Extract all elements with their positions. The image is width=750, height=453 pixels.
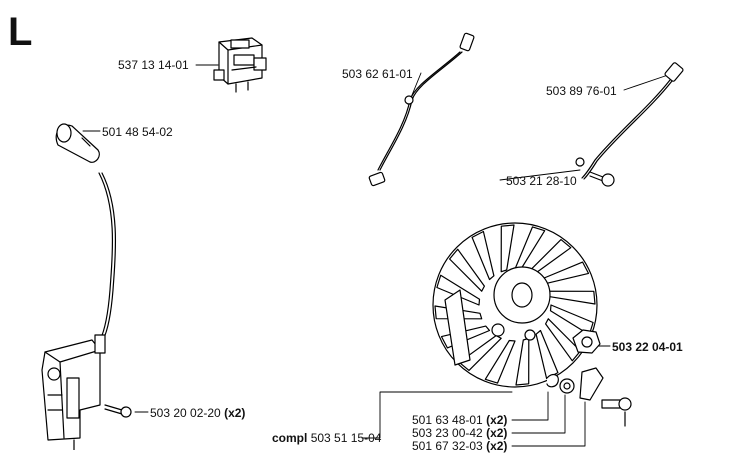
- part-number: 503 22 04-01: [612, 340, 683, 354]
- flywheel-fin: [471, 230, 495, 281]
- nut-drawing: [572, 329, 601, 354]
- part-number: 503 23 00-42: [412, 426, 483, 440]
- flywheel-fin: [535, 329, 559, 380]
- compl-prefix: compl: [272, 431, 308, 445]
- quantity-badge: (x2): [486, 413, 508, 427]
- part-number: 503 62 61-01: [342, 67, 413, 81]
- part-number: 503 21 28-10: [506, 174, 577, 188]
- part-label-503-20-02-20[interactable]: 503 20 02-20 (x2): [150, 406, 245, 420]
- part-number: 501 63 48-01: [412, 413, 483, 427]
- part-number: 537 13 14-01: [118, 58, 189, 72]
- part-label-537-13-14-01[interactable]: 537 13 14-01: [118, 58, 189, 72]
- part-label-503-62-61-01[interactable]: 503 62 61-01: [342, 67, 413, 81]
- quantity-badge: (x2): [486, 439, 508, 453]
- part-number: 501 67 32-03: [412, 439, 483, 453]
- part-label-503-22-04-01[interactable]: 503 22 04-01: [612, 340, 683, 354]
- part-label-503-21-28-10[interactable]: 503 21 28-10: [506, 174, 577, 188]
- flywheel-fin: [500, 224, 515, 273]
- part-number: 503 51 15-04: [310, 431, 382, 445]
- quantity-badge: (x2): [486, 426, 508, 440]
- flywheel-fin: [484, 339, 516, 384]
- flywheel-fin: [515, 337, 530, 386]
- part-number: 503 89 76-01: [546, 84, 617, 98]
- pawl-assembly-drawing: [546, 367, 632, 427]
- part-label-compl-503-51-15-04[interactable]: compl 503 51 15-04: [272, 431, 381, 445]
- section-letter: L: [8, 10, 33, 54]
- part-label-501-63-48-01[interactable]: 501 63 48-01 (x2): [412, 413, 507, 427]
- leader-lines: [82, 64, 669, 447]
- spark-plug-cap-drawing: [55, 123, 117, 341]
- part-number: 501 48 54-02: [102, 125, 173, 139]
- part-label-501-48-54-02[interactable]: 501 48 54-02: [102, 125, 173, 139]
- connector-block-drawing: [213, 37, 267, 93]
- part-label-501-67-32-03[interactable]: 501 67 32-03 (x2): [412, 439, 507, 453]
- flywheel-drawing: [432, 222, 598, 388]
- ignition-module-drawing: [41, 334, 106, 450]
- flywheel-fin: [449, 248, 485, 292]
- flywheel-fin: [436, 274, 481, 306]
- screw-drawing-5: [589, 171, 615, 187]
- part-number: 503 20 02-20: [150, 406, 221, 420]
- part-label-503-23-00-42[interactable]: 503 23 00-42 (x2): [412, 426, 507, 440]
- screw-drawing-7: [104, 404, 132, 418]
- ground-cable-drawing: [575, 62, 684, 180]
- part-label-503-89-76-01[interactable]: 503 89 76-01: [546, 84, 617, 98]
- short-circuit-cable-drawing: [368, 32, 475, 187]
- flywheel-fin: [544, 318, 582, 362]
- quantity-badge: (x2): [224, 406, 246, 420]
